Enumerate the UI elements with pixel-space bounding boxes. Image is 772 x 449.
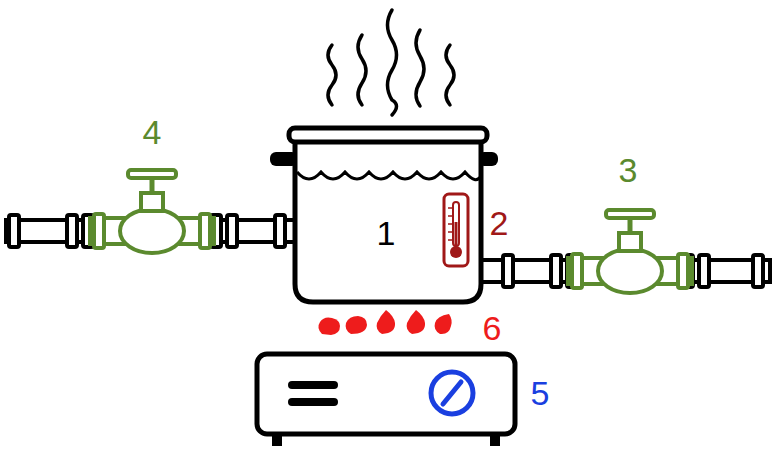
callout-number: 6 (483, 311, 502, 345)
callout-number: 3 (619, 153, 638, 187)
callout-number: 2 (490, 206, 509, 240)
callout-number: 4 (143, 115, 162, 149)
callout-number: 1 (377, 216, 396, 250)
callout-number: 5 (531, 376, 550, 410)
